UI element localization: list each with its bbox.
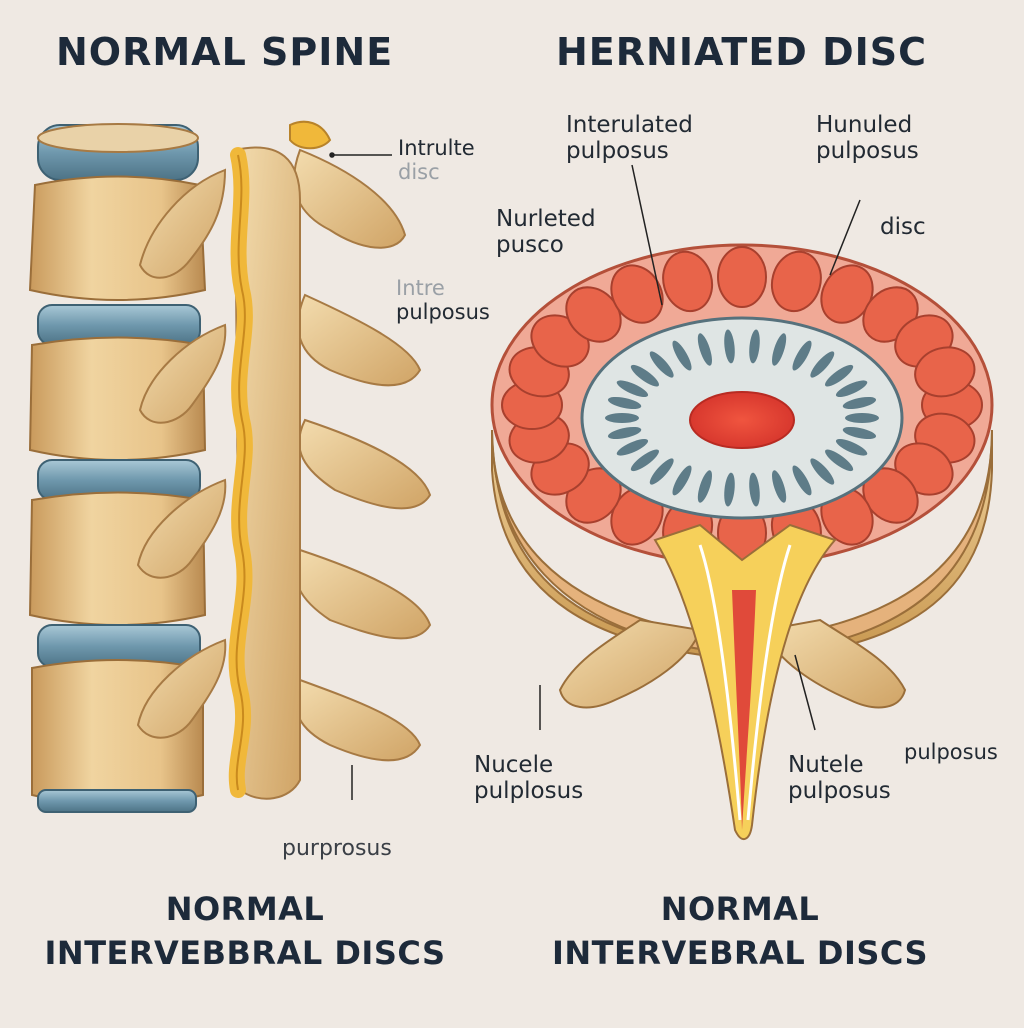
fiber-strand: [810, 458, 835, 485]
label-intre: Intre pulposus: [396, 276, 490, 324]
fiber-strand: [672, 340, 692, 371]
fiber-strand: [616, 380, 649, 397]
fiber-strand: [630, 449, 659, 472]
fiber-strand: [672, 465, 692, 496]
label-nucele-line2: pulplosus: [474, 778, 584, 805]
annulus-lamella: [662, 250, 714, 313]
inner-fibers: [605, 329, 879, 507]
fiber-strand: [607, 396, 642, 410]
fiber-strand: [845, 413, 879, 423]
label-intre-line2: pulposus: [396, 300, 490, 325]
lateral-process-right: [763, 618, 907, 709]
fiber-strand: [842, 396, 877, 410]
label-nutele-line2: pulposus: [788, 778, 891, 805]
label-right-edge-pulposus: pulposus: [904, 740, 998, 764]
fiber-strand: [842, 426, 877, 440]
label-intrulte-line1: Intrulte: [398, 136, 475, 160]
fiber-strand: [772, 333, 787, 366]
label-nutele-line1: Nutele: [788, 752, 864, 778]
label-disc: disc: [880, 214, 926, 240]
label-purprosus: purprosus: [282, 836, 392, 861]
label-interulated: Interulated pulposus: [566, 112, 693, 165]
fiber-strand: [749, 329, 760, 364]
label-hunuled: Hunuled pulposus: [816, 112, 919, 165]
lateral-process-left: [558, 618, 702, 709]
fiber-strand: [649, 458, 674, 485]
fiber-strand: [792, 340, 812, 371]
label-interulated-line1: Interulated: [566, 112, 693, 138]
caption-right: NORMAL INTERVEBRAL DISCS: [540, 890, 940, 972]
title-normal-spine: NORMAL SPINE: [56, 30, 394, 74]
label-hunuled-line2: pulposus: [816, 138, 919, 165]
label-nurleted-line2: pusco: [496, 232, 564, 259]
fiber-strand: [835, 439, 868, 456]
fiber-strand: [697, 333, 712, 366]
spinous-processes: [289, 120, 432, 762]
fiber-strand: [649, 351, 674, 378]
annulus-lamella: [770, 250, 822, 313]
spinal-canal: [732, 590, 756, 830]
label-intrulte-line2: disc: [398, 160, 440, 185]
fiber-strand: [810, 351, 835, 378]
annulus-lamella: [717, 246, 767, 308]
label-nucele-line1: Nucele: [474, 752, 554, 778]
caption-right-line1: NORMAL: [660, 890, 820, 928]
caption-left-line2: INTERVEBBRAL DISCS: [44, 934, 446, 972]
spine-leader-lines: [329, 152, 392, 800]
nucleus-pulposus: [689, 391, 795, 449]
transverse-processes: [136, 168, 227, 739]
fiber-strand: [825, 364, 854, 387]
annulus-lamella: [914, 346, 976, 398]
label-nurleted-line1: Nurleted: [496, 206, 596, 232]
fiber-strand: [724, 472, 735, 507]
label-nurleted: Nurleted pusco: [496, 206, 596, 259]
fiber-strand: [630, 364, 659, 387]
fiber-strand: [749, 472, 760, 507]
label-interulated-line2: pulposus: [566, 138, 669, 165]
fiber-strand: [772, 470, 787, 503]
label-hunuled-line1: Hunuled: [816, 112, 913, 138]
disc-cross-section: [490, 243, 994, 840]
fiber-strand: [792, 465, 812, 496]
disc-leader-lines: [539, 164, 861, 731]
caption-left: NORMAL INTERVEBBRAL DISCS: [40, 890, 450, 972]
label-nutele: Nutele pulposus: [788, 752, 891, 805]
fiber-strand: [605, 413, 639, 423]
label-intrulte: Intrulte disc: [398, 136, 475, 184]
spine-column: [28, 120, 432, 813]
caption-right-line2: INTERVEBRAL DISCS: [551, 934, 929, 972]
fiber-strand: [697, 470, 712, 503]
annulus-lamellae: [501, 246, 983, 564]
label-intre-line1: Intre: [396, 276, 445, 300]
fiber-strand: [616, 439, 649, 456]
label-nucele: Nucele pulplosus: [474, 752, 583, 805]
fiber-strand: [607, 426, 642, 440]
caption-left-line1: NORMAL: [165, 890, 325, 928]
fiber-strand: [825, 449, 854, 472]
fiber-strand: [724, 329, 735, 364]
annulus-lamella: [565, 286, 622, 343]
fiber-strand: [835, 380, 868, 397]
title-herniated-disc: HERNIATED DISC: [556, 30, 928, 74]
